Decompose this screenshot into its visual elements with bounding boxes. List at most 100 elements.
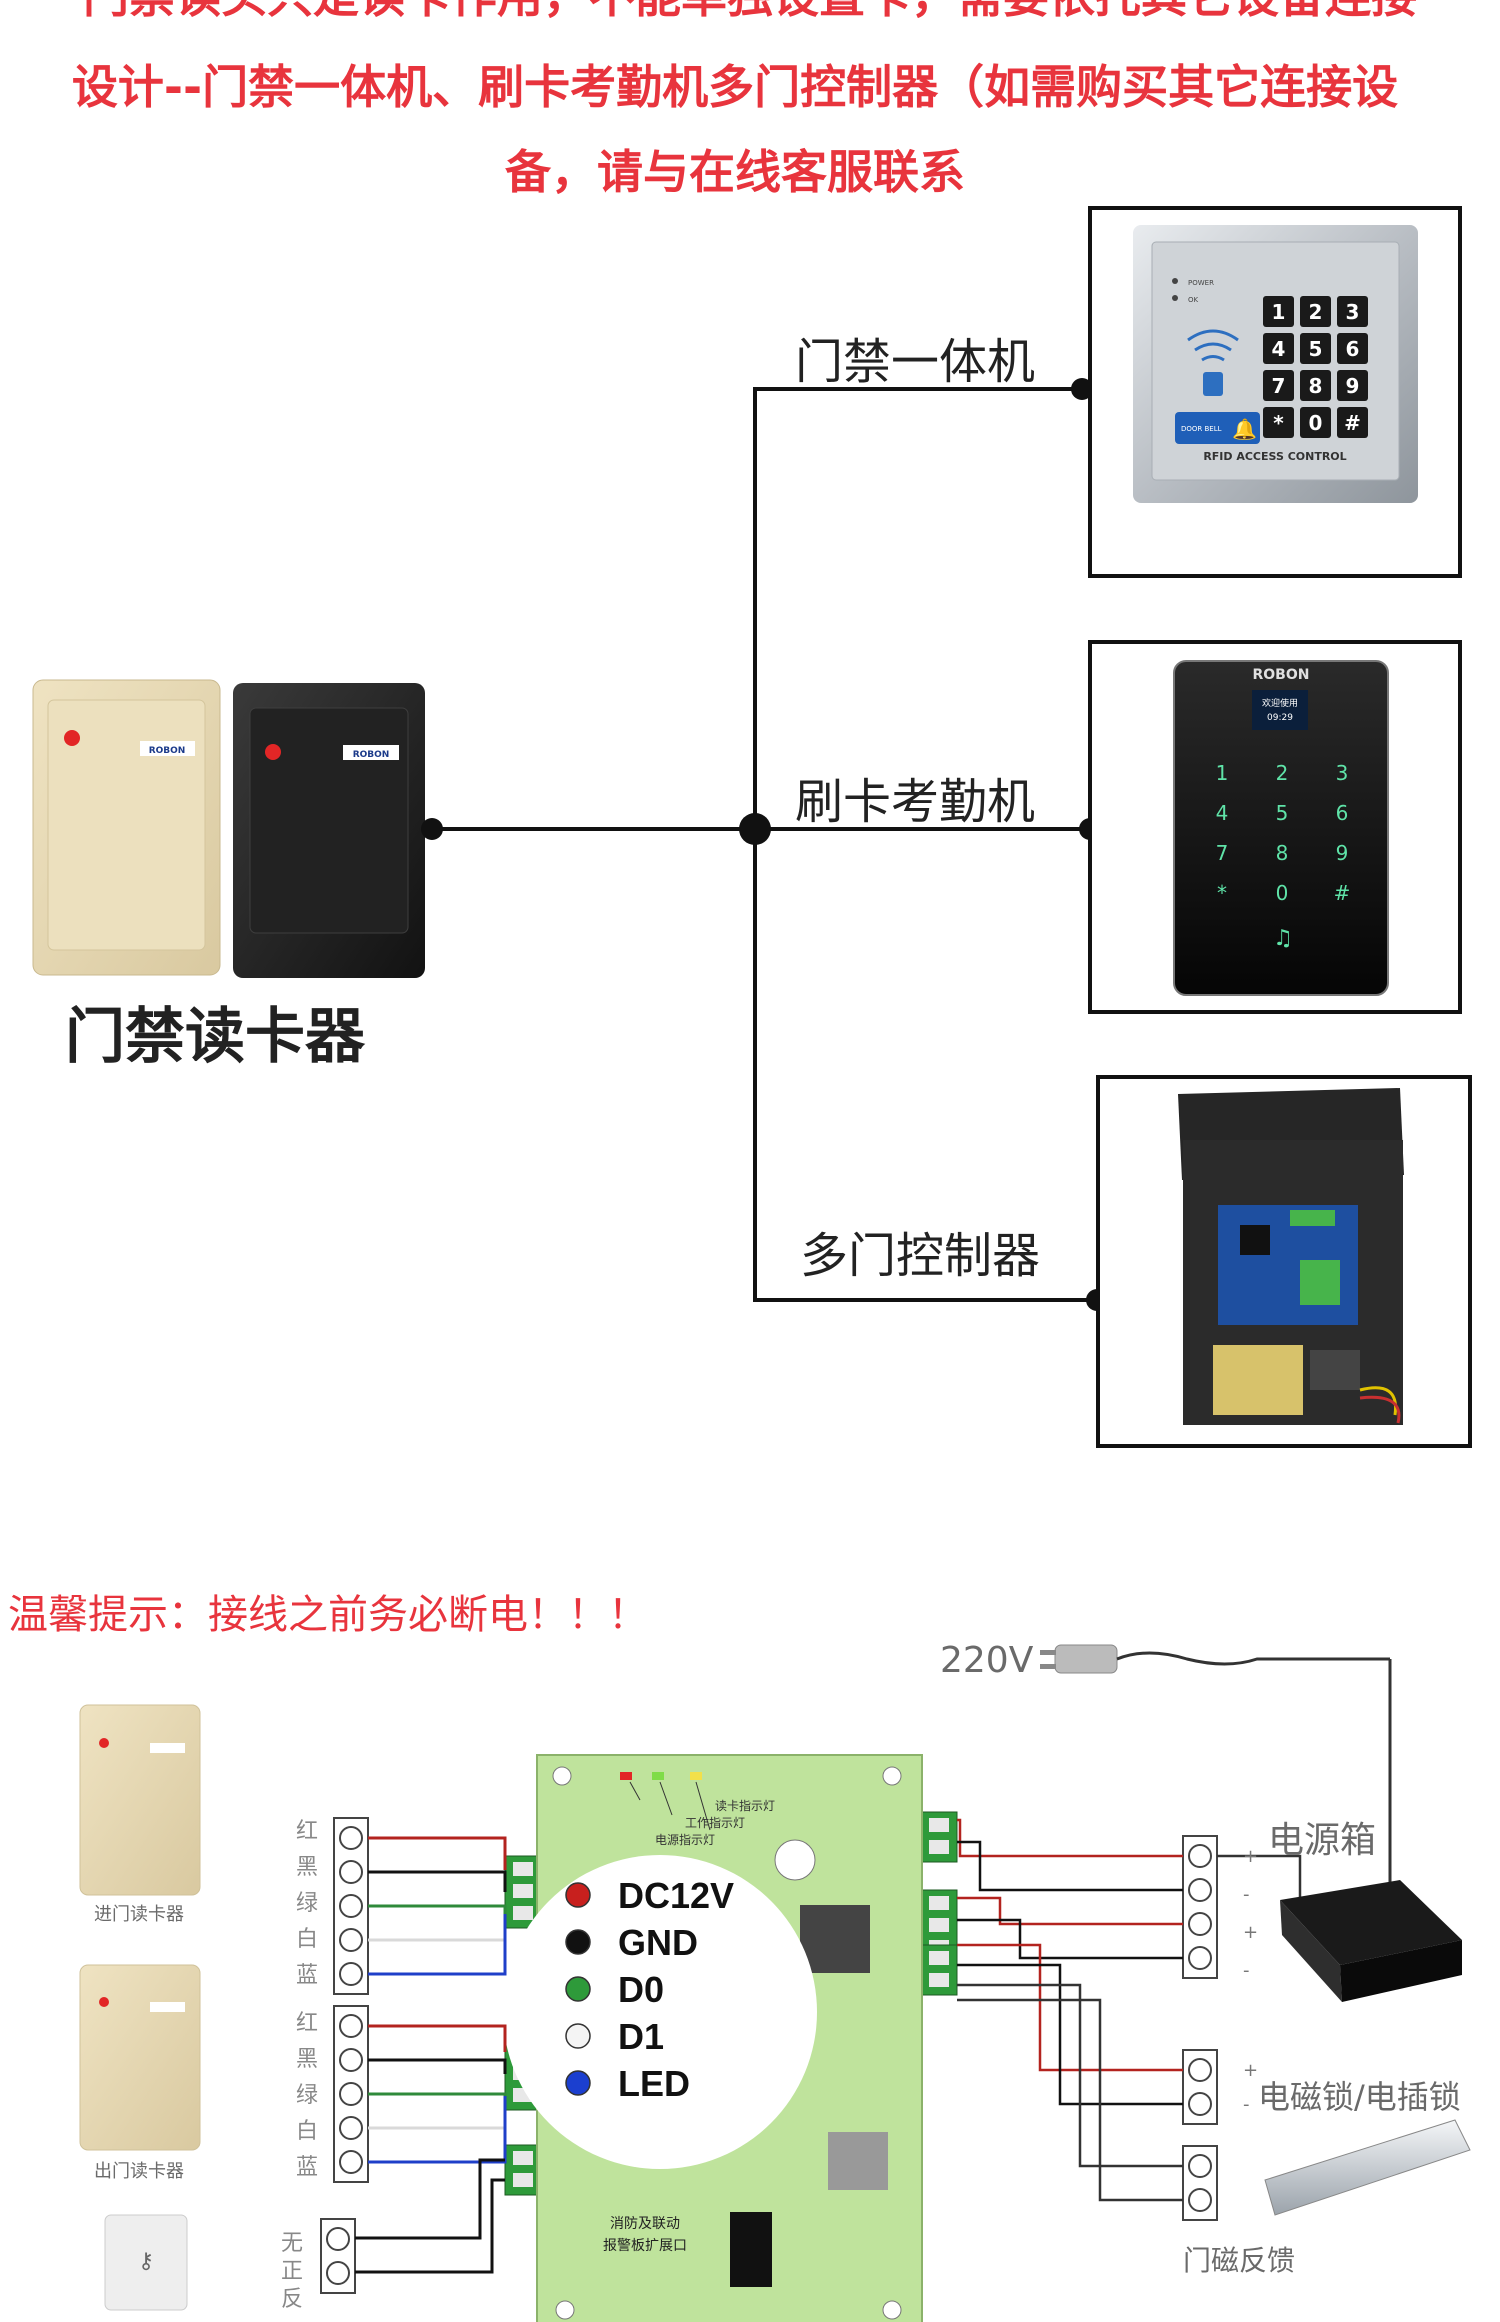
- reader-label: 门禁读卡器: [65, 1002, 366, 1072]
- legend-swatch: [565, 2023, 591, 2049]
- exit-button-label: 无: [281, 2231, 303, 2256]
- keypad-1-key-label: 0: [1309, 411, 1323, 435]
- polarity-sign: -: [1243, 1884, 1250, 1905]
- keypad-1-key: [1263, 370, 1294, 401]
- terminal-brand: ROBON: [1253, 667, 1310, 683]
- terminal-bell-icon: ♫: [1273, 926, 1293, 951]
- exit-button-labels: 无正反: [281, 2231, 303, 2312]
- keypad-1-key-label: 9: [1346, 374, 1360, 398]
- reader-node: [421, 818, 443, 840]
- device1-node: [1071, 378, 1093, 400]
- beige-card-reader: ROBON: [32, 679, 221, 976]
- exit-terminal-block-pin: [339, 2014, 363, 2038]
- keypad-1-key: [1300, 370, 1331, 401]
- lock-label: 电磁锁/电插锁: [1258, 2078, 1461, 2116]
- reader-wire: [368, 2024, 507, 2052]
- sensor-terminal-block-pin: [1188, 2154, 1212, 2178]
- entry-board-connector-pin: [513, 1862, 533, 1876]
- power-board-connector-pin: [929, 1840, 949, 1854]
- screen-line-1: 欢迎使用: [1262, 697, 1298, 709]
- legend-label: DC12V: [618, 1875, 734, 1916]
- entry-terminal-block-pin: [339, 1826, 363, 1850]
- exit-reader-label: 出门读卡器: [94, 2161, 184, 2182]
- entry-board-connector-pin: [513, 1884, 533, 1898]
- lock-board-connector-pin: [929, 1918, 949, 1932]
- header-line-2: 设计--门禁一体机、刷卡考勤机多门控制器（如需购买其它连接设: [72, 60, 1398, 114]
- reader-brand-1: ROBON: [149, 746, 186, 756]
- exit-terminal-block-pin: [339, 2116, 363, 2140]
- keypad-1-key: [1300, 296, 1331, 327]
- power-box-wire: [1217, 1854, 1302, 1905]
- keypad-1-key-label: 5: [1309, 337, 1323, 361]
- wire-color-label: 黑: [296, 1855, 318, 1880]
- legend-label: GND: [618, 1922, 698, 1963]
- exit-button-label: 正: [281, 2259, 303, 2284]
- polarity-sign: -: [1243, 2094, 1250, 2115]
- entry-reader-image: [79, 1704, 201, 1896]
- entry-terminal-block-pin: [339, 1894, 363, 1918]
- power-led-label: POWER: [1188, 279, 1214, 287]
- wire-color-label: 蓝: [296, 1963, 318, 1988]
- keypad-2-key: 2: [1276, 761, 1289, 785]
- keypad-1-key: [1263, 333, 1294, 364]
- power-terminal-block-pin: [1188, 1946, 1212, 1970]
- keypad-2-key: #: [1334, 881, 1351, 905]
- keypad-1-key: [1300, 407, 1331, 438]
- keypad-2-key: 0: [1276, 881, 1289, 905]
- reader-wire: [368, 2096, 507, 2130]
- keypad-1-key: [1263, 296, 1294, 327]
- keypad-2-key: 6: [1336, 801, 1349, 825]
- wire-color-label: 红: [296, 2011, 318, 2036]
- legend-swatch: [565, 1976, 591, 2002]
- sensor-terminal-block-pin: [1188, 2188, 1212, 2212]
- wires: [355, 1818, 1302, 2274]
- keypad-1-key: [1337, 296, 1368, 327]
- wire-color-label: 蓝: [296, 2155, 318, 2180]
- black-card-reader: ROBON: [233, 683, 425, 978]
- output-wire: [957, 1963, 1183, 2106]
- keypad-1-key: [1337, 333, 1368, 364]
- exit-terminal-block-pin: [339, 2150, 363, 2174]
- exit-terminal-block-pin: [339, 2048, 363, 2072]
- output-wire: [957, 1943, 1183, 2072]
- device-label-2: 刷卡考勤机: [795, 774, 1035, 830]
- keypad-1-key-label: 8: [1309, 374, 1323, 398]
- wire-color-label: 绿: [296, 2083, 318, 2108]
- legend-swatch: [565, 2070, 591, 2096]
- keypad-2-key: 8: [1276, 841, 1289, 865]
- polarity-signs: +-+-+-: [1243, 1846, 1258, 2115]
- door-bell-label: DOOR BELL: [1181, 425, 1222, 433]
- button-terminal-block-pin: [326, 2261, 350, 2285]
- button-board-connector-pin: [513, 2173, 533, 2187]
- sensor-board-connector-pin: [929, 1951, 949, 1965]
- button-wire: [355, 2178, 505, 2274]
- keypad-1-key: [1337, 407, 1368, 438]
- device-label-1: 门禁一体机: [795, 334, 1035, 390]
- output-wire: [957, 1918, 1183, 1960]
- rfid-caption: RFID ACCESS CONTROL: [1203, 450, 1346, 463]
- reader-brand-2: ROBON: [353, 750, 390, 760]
- power-box-label: 电源箱: [1268, 1820, 1376, 1861]
- button-wire: [355, 2158, 505, 2240]
- warning-text: 温馨提示：接线之前务必断电！！！: [8, 1592, 648, 1638]
- polarity-sign: -: [1243, 1960, 1250, 1981]
- keypad-2-key: 4: [1216, 801, 1229, 825]
- keypad-2-key: 1: [1216, 761, 1229, 785]
- header-line-3: 备，请与在线客服联系: [505, 145, 965, 199]
- multi-door-controller: [1178, 1088, 1404, 1425]
- keypad-1-key-label: 6: [1346, 337, 1360, 361]
- indicator-power: 电源指示灯: [655, 1832, 715, 1847]
- keypad-1-key-label: 2: [1309, 300, 1323, 324]
- power-terminal-block-pin: [1188, 1844, 1212, 1868]
- reader-wire: [368, 1904, 507, 1914]
- junction-node: [739, 813, 771, 845]
- lock-terminal-block-pin: [1188, 2058, 1212, 2082]
- output-wire: [957, 1818, 1183, 1858]
